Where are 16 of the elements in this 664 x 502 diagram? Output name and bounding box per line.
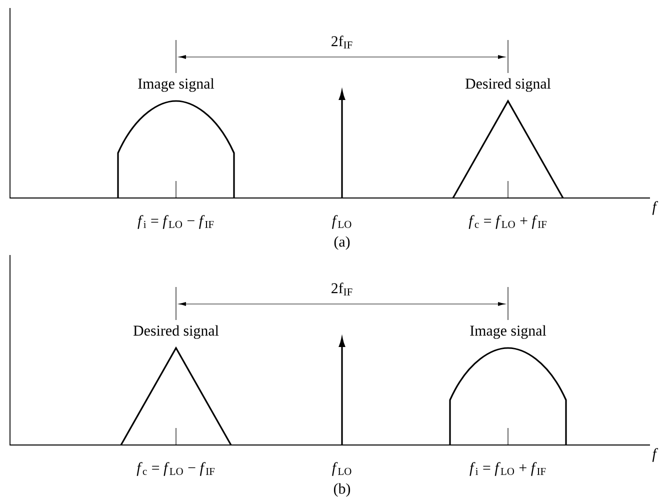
frequency-label: f$_{LO}$	[332, 462, 352, 476]
frequency-label: f$_{i}$ = f$_{LO}$ − f$_{IF}$	[138, 215, 214, 229]
signal-label: Image signal	[470, 325, 546, 339]
signal-label: Image signal	[138, 78, 214, 92]
frequency-label: f$_{LO}$	[332, 215, 352, 229]
signal-label: Desired signal	[466, 78, 551, 92]
frequency-label: f$_{c}$ = f$_{LO}$ + f$_{IF}$	[468, 215, 547, 229]
frequency-label: f$_{c}$ = f$_{LO}$ − f$_{IF}$	[136, 462, 215, 476]
dimension-label: 2f$_{IF}$	[330, 34, 354, 50]
panel-caption: (b)	[334, 483, 350, 497]
dimension-label: 2f$_{IF}$	[330, 282, 354, 296]
axis-label: f	[652, 201, 658, 215]
axis-label: f	[652, 448, 658, 462]
panel-caption: (a)	[334, 236, 350, 250]
frequency-label: f$_{i}$ = f$_{LO}$ + f$_{IF}$	[470, 462, 546, 476]
signal-label: Desired signal	[134, 325, 219, 339]
